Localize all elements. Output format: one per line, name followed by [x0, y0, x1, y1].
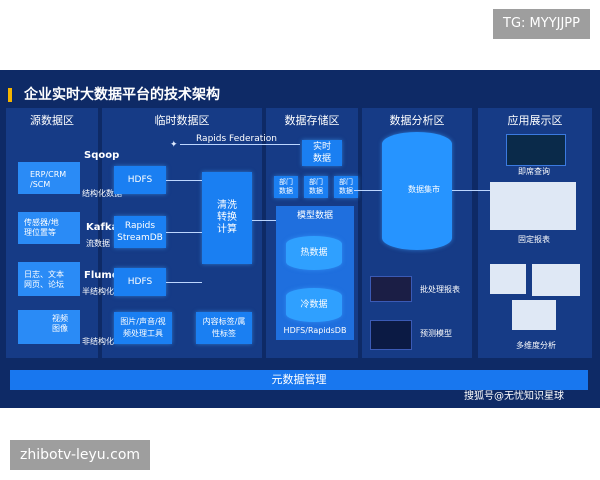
source-erp: ERP/CRM /SCM — [18, 162, 80, 194]
source-credit: 搜狐号@无忧知识星球 — [464, 391, 564, 402]
dept-data-1: 部门 数据 — [274, 176, 298, 198]
source-sensor: 传感器/地 理位置等 — [18, 212, 80, 244]
source-video: 视频 图像 — [18, 310, 80, 344]
data-mart-label: 数据集市 — [408, 185, 440, 194]
predict-model-thumb — [370, 320, 412, 350]
zone-label-storage: 数据存储区 — [284, 114, 340, 127]
ingest-kafka: Kafka — [86, 222, 119, 233]
batch-report-thumb — [370, 276, 412, 302]
ingest-sqoop: Sqoop — [84, 150, 120, 161]
ingest-sqoop-type: 结构化数据 — [82, 189, 122, 198]
content-tag-box: 内容标签/属 性标签 — [196, 312, 252, 344]
app-adhoc-label: 即席查询 — [518, 167, 550, 176]
app-multidim-thumb-2 — [532, 264, 580, 296]
flow-line-6 — [452, 190, 490, 191]
data-mart-cylinder — [382, 132, 452, 250]
flow-line-3 — [166, 282, 202, 283]
diagram-title: 企业实时大数据平台的技术架构 — [24, 87, 220, 103]
rapids-streamdb-box: Rapids StreamDB — [114, 216, 166, 248]
batch-report-label: 批处理报表 — [420, 285, 460, 294]
flow-line-4 — [252, 220, 276, 221]
architecture-diagram: 企业实时大数据平台的技术架构 源数据区 临时数据区 数据存储区 数据分析区 应用… — [0, 70, 600, 408]
predict-model-label: 预测模型 — [420, 329, 452, 338]
storage-system-label: HDFS/RapidsDB — [283, 326, 347, 335]
app-multidim-label: 多维度分析 — [516, 341, 556, 350]
hdfs-box-1: HDFS — [114, 166, 166, 194]
zone-label-analysis: 数据分析区 — [389, 114, 445, 127]
zone-label-source: 源数据区 — [30, 114, 74, 127]
flow-line-5 — [354, 190, 382, 191]
hot-data: 热数据 — [286, 236, 342, 270]
metadata-management-bar: 元数据管理 — [10, 370, 588, 390]
realtime-data: 实时 数据 — [302, 140, 342, 166]
zone-label-temp: 临时数据区 — [154, 114, 210, 127]
media-processing-box: 图片/声音/视 频处理工具 — [114, 312, 172, 344]
app-fixed-report-label: 固定报表 — [518, 235, 550, 244]
model-data-label: 模型数据 — [296, 211, 333, 221]
ingest-flume: Flume — [84, 270, 119, 281]
source-logs: 日志、文本 网页、论坛 — [18, 262, 80, 296]
app-adhoc-thumb — [506, 134, 566, 166]
app-multidim-thumb-1 — [490, 264, 526, 294]
cold-data: 冷数据 — [286, 288, 342, 322]
etl-box: 清洗 转换 计算 — [202, 172, 252, 264]
flow-line-1 — [166, 180, 202, 181]
dept-data-3: 部门 数据 — [334, 176, 358, 198]
zone-label-app: 应用展示区 — [507, 114, 563, 127]
hdfs-box-2: HDFS — [114, 268, 166, 296]
federation-arrow — [180, 144, 300, 145]
title-accent — [8, 88, 12, 102]
app-multidim-thumb-3 — [512, 300, 556, 330]
watermark-top: TG: MYYJJPP — [493, 9, 590, 39]
flow-line-2 — [166, 232, 202, 233]
federation-icon: ✦ — [170, 140, 178, 150]
ingest-unstructured-type: 非结构化 — [82, 337, 114, 346]
federation-label: Rapids Federation — [196, 134, 277, 144]
app-fixed-report-thumb — [490, 182, 576, 230]
ingest-kafka-type: 流数据 — [86, 239, 110, 248]
watermark-bottom: zhibotv-leyu.com — [10, 440, 151, 470]
ingest-flume-type: 半结构化 — [82, 287, 114, 296]
dept-data-2: 部门 数据 — [304, 176, 328, 198]
